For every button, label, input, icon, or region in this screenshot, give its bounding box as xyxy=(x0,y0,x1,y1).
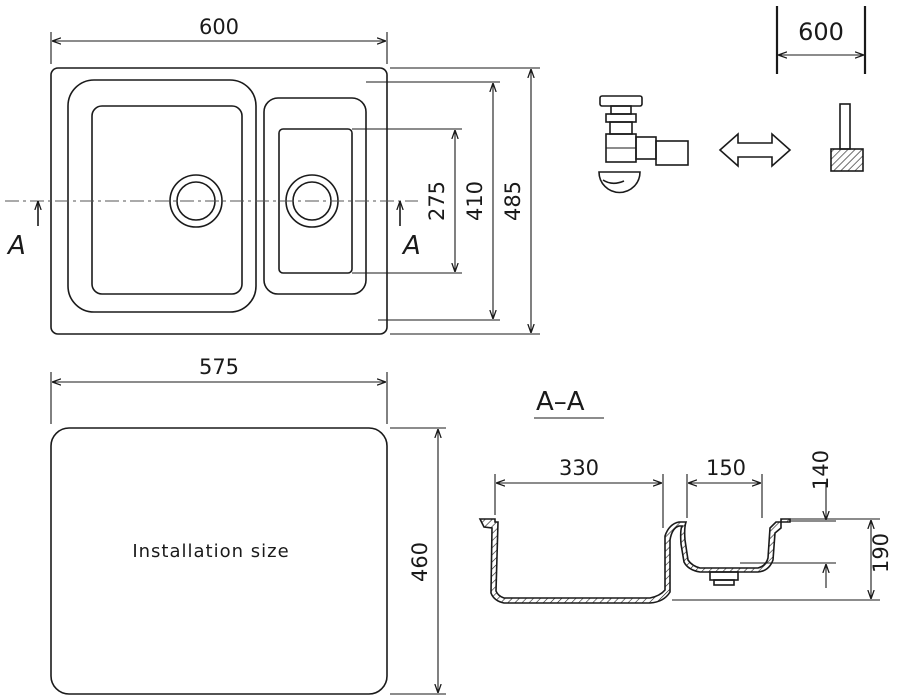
dimension-large-bowl-depth: 190 xyxy=(672,518,893,601)
cutout-outline xyxy=(50,427,388,695)
dimension-small-bowl-width: 150 xyxy=(686,456,763,518)
dim-label-150: 150 xyxy=(706,456,746,480)
installation-label: Installation size xyxy=(132,541,289,562)
large-bowl-inner xyxy=(91,105,243,295)
section-mark-left: A xyxy=(6,231,26,261)
siphon-icon xyxy=(598,95,689,194)
small-bowl-inner xyxy=(278,128,353,274)
section-mark-right: A xyxy=(401,231,421,261)
dimension-small-bowl-height: 275 xyxy=(352,128,462,274)
large-bowl-rim xyxy=(67,79,257,313)
section-title: A–A xyxy=(536,387,585,417)
small-bowl-rim xyxy=(263,97,367,295)
cabinet-dimension: 600 xyxy=(775,6,867,74)
dim-label-140: 140 xyxy=(809,450,833,490)
dim-label-190: 190 xyxy=(869,533,893,573)
dimension-inner-height: 410 xyxy=(366,81,500,321)
dim-label-410: 410 xyxy=(463,181,487,221)
dim-label-575: 575 xyxy=(199,355,239,379)
dim-label-600: 600 xyxy=(199,15,239,39)
exchange-arrow-icon xyxy=(718,132,792,168)
installation-view: Installation size xyxy=(50,427,388,695)
dim-label-cabinet-600: 600 xyxy=(798,18,844,46)
dim-label-460: 460 xyxy=(408,542,432,582)
dim-label-485: 485 xyxy=(501,181,525,221)
dimension-large-bowl-width: 330 xyxy=(494,456,664,528)
dimension-top-width: 600 xyxy=(50,15,388,64)
dim-label-330: 330 xyxy=(559,456,599,480)
dimension-cutout-width: 575 xyxy=(50,355,388,424)
drain-plug-icon xyxy=(830,103,864,172)
dimension-cutout-height: 460 xyxy=(390,427,446,695)
section-profile xyxy=(478,518,791,604)
dimension-small-bowl-depth: 140 xyxy=(740,450,836,588)
dimension-outer-height: 485 xyxy=(390,67,540,335)
top-view: A A xyxy=(5,67,421,335)
dim-label-275: 275 xyxy=(425,181,449,221)
